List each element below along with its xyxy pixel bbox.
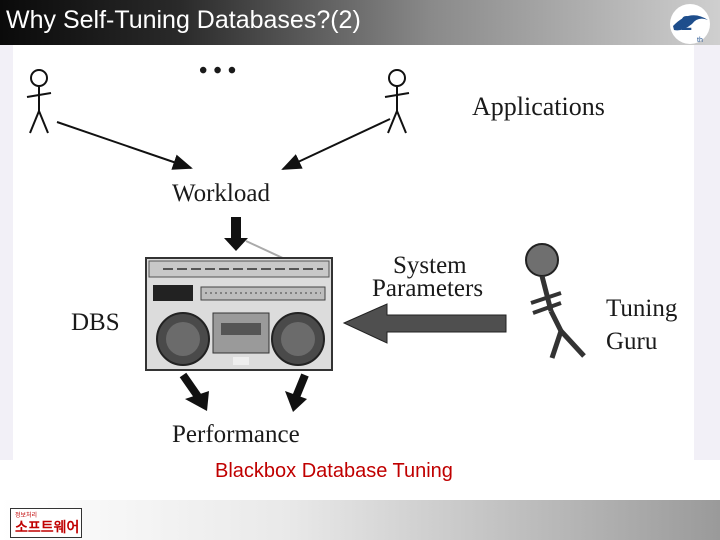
- parameters-label: Parameters: [372, 275, 483, 302]
- left-side-strip: [0, 45, 13, 460]
- guru-label: Guru: [606, 328, 658, 355]
- logo-suffix: th: [697, 37, 703, 44]
- performance-arrow-left: [179, 372, 209, 411]
- performance-arrow-right: [285, 373, 309, 412]
- footer-bar: [0, 500, 720, 540]
- diagram-caption: Blackbox Database Tuning: [215, 460, 453, 482]
- slide-title: Why Self-Tuning Databases?(2): [6, 6, 361, 34]
- tuning-label: Tuning: [606, 295, 678, 322]
- user-figure-right-icon: [384, 69, 410, 134]
- workload-label: Workload: [172, 180, 270, 207]
- footer-logo-small-text: 정보처리: [15, 513, 38, 519]
- users-ellipsis: • • •: [199, 58, 236, 84]
- parameters-arrow: [342, 303, 507, 344]
- dbs-label: DBS: [71, 309, 120, 336]
- boombox-database-icon: [145, 257, 333, 371]
- workload-down-arrow: [224, 217, 248, 251]
- system-label: System: [393, 252, 467, 279]
- user-to-workload-arrow-right: [281, 118, 391, 170]
- user-to-workload-arrow-left: [56, 121, 193, 170]
- user-figure-left-icon: [26, 69, 52, 134]
- right-side-strip: [694, 45, 720, 460]
- blackbox-tuning-diagram: • • • Applications Workload DBS System P…: [26, 58, 678, 448]
- conference-logo-icon: 2 th: [670, 4, 710, 44]
- tuning-guru-figure-icon: [525, 243, 586, 359]
- applications-label: Applications: [472, 92, 605, 121]
- logo-number: 2: [681, 13, 692, 35]
- title-bar: [0, 0, 720, 45]
- footer-logo-main-text: 소프트웨어: [15, 519, 80, 535]
- software-logo-icon: 정보처리 소프트웨어: [10, 508, 82, 538]
- performance-label: Performance: [172, 421, 300, 448]
